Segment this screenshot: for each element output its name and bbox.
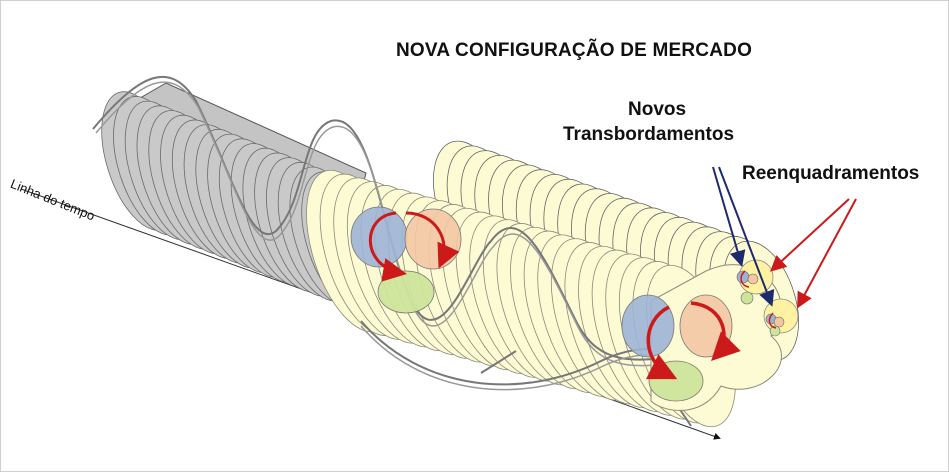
red-cycle-arrow-middle	[368, 211, 407, 282]
yellow-circle-bottom	[763, 298, 799, 334]
reframing-arrows	[770, 198, 857, 309]
new-overflows-label-line1: Novos	[628, 99, 687, 120]
reframings-label: Reenquadramentos	[742, 163, 920, 184]
middle-market-circles	[350, 206, 462, 314]
front-market-circles	[621, 294, 741, 402]
green-circle-middle	[377, 270, 435, 314]
overflow-arrows	[712, 166, 775, 307]
blue-circle-middle	[350, 206, 408, 268]
new-overflows-label-line2: Transbordamentos	[563, 124, 735, 145]
red-cycle-arrow-front	[645, 305, 678, 380]
orange-circle-middle	[404, 208, 462, 270]
diagram-title: NOVA CONFIGURAÇÃO DE MERCADO	[396, 40, 753, 61]
